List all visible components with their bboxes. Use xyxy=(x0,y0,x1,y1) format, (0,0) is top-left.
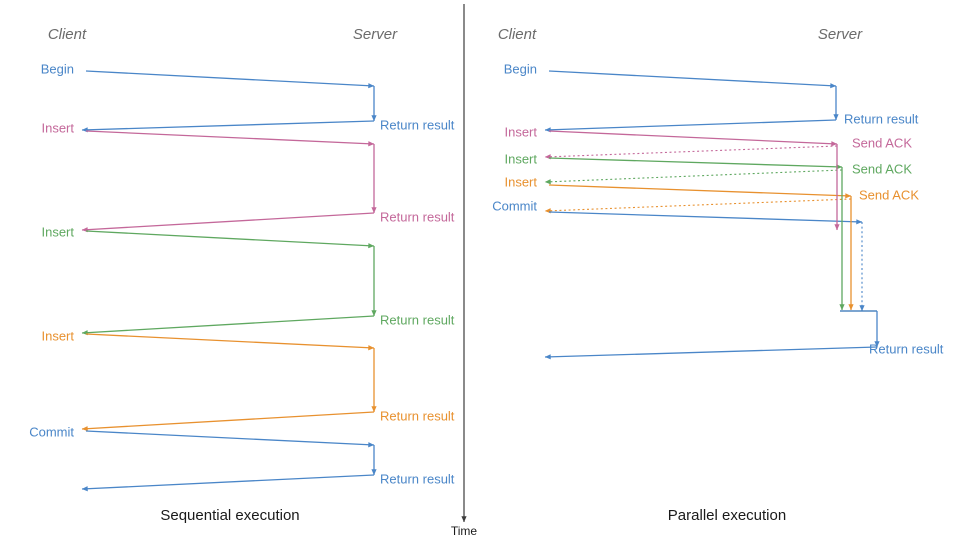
parallel-commit-return xyxy=(544,346,878,360)
sequential-begin-request-label: Begin xyxy=(41,61,74,76)
sequential-insert3-request xyxy=(85,333,375,351)
parallel-insert2-ack xyxy=(544,169,843,185)
sequential-insert3-return-label: Return result xyxy=(380,408,455,423)
parallel-insert1-request xyxy=(548,130,838,147)
parallel-insert2-request xyxy=(548,157,843,170)
parallel-commit-request-label: Commit xyxy=(492,198,537,213)
parallel-server-header: Server xyxy=(818,26,863,43)
sequential-begin-return xyxy=(81,120,375,133)
sequential-commit-return xyxy=(81,474,375,492)
parallel-insert2-request-label: Insert xyxy=(504,151,537,166)
parallel-insert1-ack xyxy=(544,145,838,160)
sequential-commit-return-label: Return result xyxy=(380,471,455,486)
parallel-client-header: Client xyxy=(498,26,537,43)
time-axis-label: Time xyxy=(451,524,478,538)
sequential-insert2-return-label: Return result xyxy=(380,312,455,327)
parallel-insert1-ack-label-label: Send ACK xyxy=(852,135,912,150)
time-axis-layer: Time xyxy=(451,4,478,538)
sequential-begin-return-label: Return result xyxy=(380,117,455,132)
sequential-commit-request-label: Commit xyxy=(29,424,74,439)
sequential-insert1-request xyxy=(85,130,375,147)
sequential-insert2-request-label: Insert xyxy=(41,224,74,239)
sequential-server-header: Server xyxy=(353,26,398,43)
sequential-insert1-request-label: Insert xyxy=(41,120,74,135)
parallel-commit-request xyxy=(548,211,863,225)
parallel-insert3-request xyxy=(548,184,852,199)
sequential-commit-request xyxy=(85,430,375,448)
parallel-insert3-ack-label-label: Send ACK xyxy=(859,187,919,202)
sequential-insert3-request-label: Insert xyxy=(41,328,74,343)
parallel-insert1-request-label: Insert xyxy=(504,124,537,139)
sequential-begin-request xyxy=(85,70,375,89)
parallel-insert2-ack-label-label: Send ACK xyxy=(852,161,912,176)
parallel-begin-return-label: Return result xyxy=(844,111,919,126)
sequential-client-header: Client xyxy=(48,26,87,43)
sequential-insert2-request xyxy=(85,230,375,249)
sequential-insert1-return xyxy=(81,212,375,233)
parallel-begin-request xyxy=(548,70,837,89)
sequential-insert3-return xyxy=(81,411,375,432)
parallel-commit-return-label: Return result xyxy=(869,341,944,356)
parallel-insert3-ack xyxy=(544,198,852,214)
parallel-begin-return xyxy=(544,119,837,133)
parallel-begin-request-label: Begin xyxy=(504,61,537,76)
sequential-insert2-return xyxy=(81,315,375,336)
sequential-caption: Sequential execution xyxy=(160,507,299,524)
parallel-caption: Parallel execution xyxy=(668,507,786,524)
sequential-insert1-return-label: Return result xyxy=(380,209,455,224)
parallel-insert3-request-label: Insert xyxy=(504,174,537,189)
